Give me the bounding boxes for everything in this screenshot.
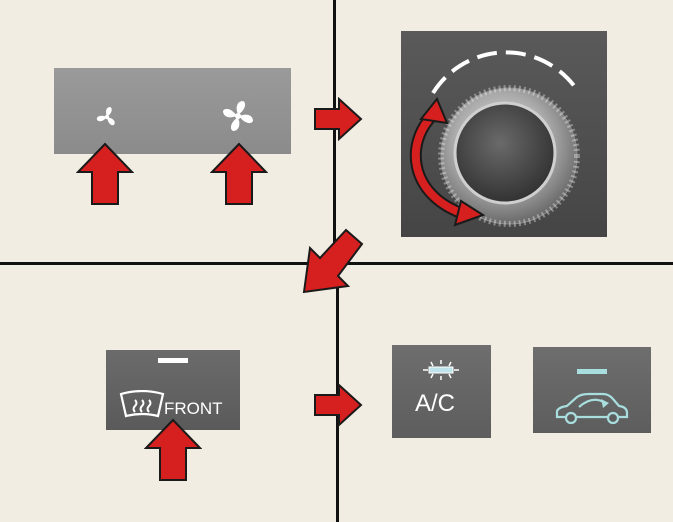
car-recirculation-icon [555, 392, 629, 425]
front-defrost-button[interactable]: FRONT [106, 350, 240, 430]
arrow-up-icon [144, 418, 202, 481]
fan-high-icon[interactable] [220, 98, 256, 134]
vertical-divider-top [333, 0, 336, 263]
blower-knob-panel [401, 31, 607, 237]
recirculation-indicator [577, 369, 607, 374]
fan-low-icon[interactable] [94, 104, 120, 130]
arrow-right-icon [314, 97, 363, 141]
arrow-down-left-icon [302, 228, 364, 294]
blower-knob-icon[interactable] [401, 31, 607, 237]
ac-button-label: A/C [415, 390, 456, 417]
arrow-up-icon [76, 142, 134, 205]
fan-speed-panel [54, 68, 291, 154]
arrow-right-icon [314, 383, 363, 427]
vertical-divider-bottom [336, 263, 339, 522]
front-defrost-indicator [158, 358, 188, 363]
arrow-up-icon [210, 142, 268, 205]
rotation-arrow-icon [409, 97, 486, 227]
recirculation-button[interactable] [533, 347, 651, 433]
front-button-label: FRONT [164, 399, 223, 418]
ac-button[interactable]: A/C [392, 345, 491, 438]
ac-indicator-glow-icon [423, 360, 459, 380]
windshield-defrost-icon [119, 390, 165, 418]
